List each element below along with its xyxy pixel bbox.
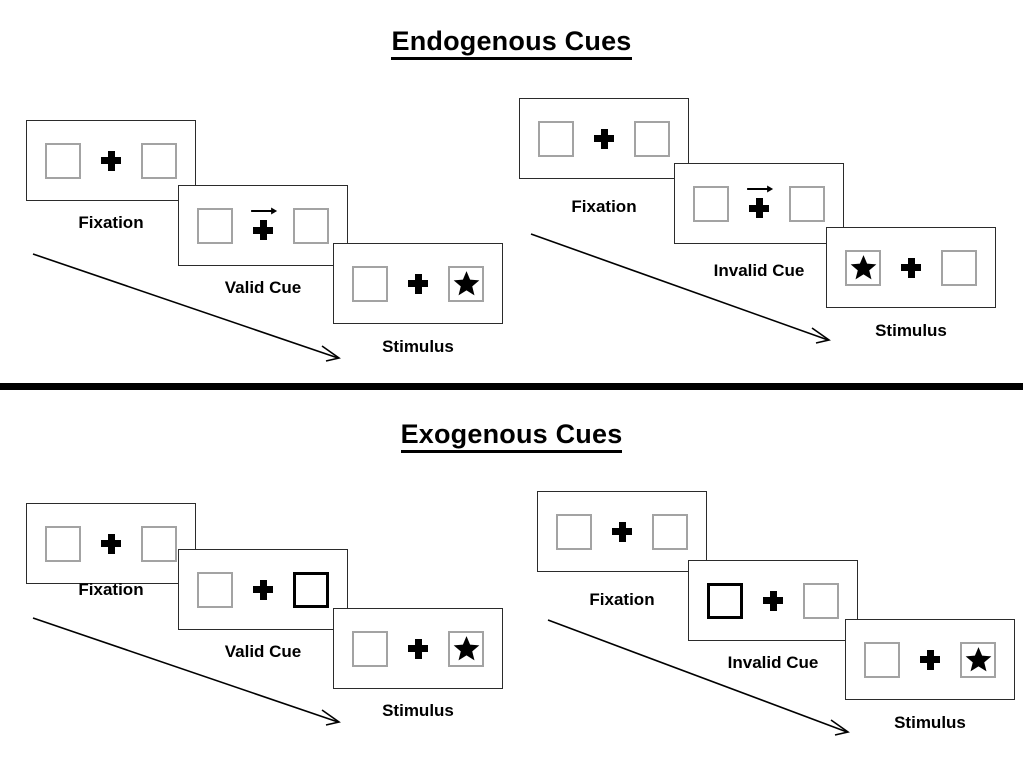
right-box-cued bbox=[293, 571, 329, 608]
frame-endogenous-invalid-fixation bbox=[519, 98, 689, 179]
frame-endogenous-valid-cue bbox=[178, 185, 348, 266]
left-box bbox=[197, 207, 233, 244]
section-title-exogenous-text: Exogenous Cues bbox=[400, 419, 623, 453]
right-box bbox=[141, 142, 177, 179]
fixation-cross-wrap bbox=[94, 141, 128, 181]
section-title-endogenous-text: Endogenous Cues bbox=[391, 26, 632, 60]
section-divider bbox=[0, 383, 1023, 390]
fixation-cross-wrap bbox=[401, 264, 435, 304]
caption-endogenous-invalid-cue: Invalid Cue bbox=[713, 261, 805, 280]
section-title-endogenous: Endogenous Cues bbox=[0, 26, 1023, 60]
fixation-cross-icon bbox=[901, 257, 921, 278]
fixation-cross-icon bbox=[763, 590, 783, 611]
frame-exogenous-valid-fixation bbox=[26, 503, 196, 584]
right-box bbox=[803, 582, 839, 619]
fixation-cross-icon bbox=[920, 649, 940, 670]
frame-exogenous-invalid-stimulus bbox=[845, 619, 1015, 700]
right-box bbox=[448, 630, 484, 667]
arrow-right-cue-icon bbox=[746, 184, 774, 196]
frame-endogenous-invalid-cue bbox=[674, 163, 844, 244]
section-title-exogenous: Exogenous Cues bbox=[0, 419, 1023, 453]
left-box bbox=[864, 641, 900, 678]
left-box bbox=[538, 120, 574, 157]
fixation-cross-wrap bbox=[742, 184, 776, 224]
left-box bbox=[845, 249, 881, 286]
fixation-cross-wrap bbox=[913, 640, 947, 680]
frame-exogenous-valid-cue bbox=[178, 549, 348, 630]
caption-endogenous-valid-fixation: Fixation bbox=[78, 213, 144, 232]
caption-exogenous-valid-stimulus: Stimulus bbox=[382, 701, 454, 720]
fixation-cross-icon bbox=[408, 638, 428, 659]
left-box bbox=[352, 265, 388, 302]
left-box bbox=[556, 513, 592, 550]
star-stimulus-icon bbox=[453, 270, 480, 297]
fixation-cross-icon bbox=[594, 128, 614, 149]
left-box-cued bbox=[707, 582, 743, 619]
caption-exogenous-invalid-cue: Invalid Cue bbox=[727, 653, 819, 672]
time-progression-arrow bbox=[528, 228, 848, 353]
caption-endogenous-valid-stimulus: Stimulus bbox=[382, 337, 454, 356]
caption-endogenous-invalid-stimulus: Stimulus bbox=[875, 321, 947, 340]
left-box bbox=[197, 571, 233, 608]
frame-endogenous-valid-fixation bbox=[26, 120, 196, 201]
fixation-cross-wrap bbox=[246, 206, 280, 246]
fixation-cross-wrap bbox=[587, 119, 621, 159]
fixation-cross-icon bbox=[101, 150, 121, 171]
right-box bbox=[652, 513, 688, 550]
fixation-cross-wrap bbox=[401, 629, 435, 669]
fixation-cross-icon bbox=[253, 220, 273, 240]
caption-endogenous-invalid-fixation: Fixation bbox=[571, 197, 637, 216]
fixation-cross-wrap bbox=[756, 581, 790, 621]
caption-exogenous-valid-cue: Valid Cue bbox=[224, 642, 302, 661]
time-progression-arrow bbox=[30, 248, 350, 368]
fixation-cross-icon bbox=[253, 579, 273, 600]
arrow-right-cue-icon bbox=[250, 206, 278, 218]
star-stimulus-icon bbox=[965, 646, 992, 673]
right-box bbox=[941, 249, 977, 286]
star-stimulus-icon bbox=[850, 254, 877, 281]
right-box bbox=[634, 120, 670, 157]
frame-exogenous-valid-stimulus bbox=[333, 608, 503, 689]
caption-exogenous-invalid-stimulus: Stimulus bbox=[894, 713, 966, 732]
frame-exogenous-invalid-cue bbox=[688, 560, 858, 641]
right-box bbox=[141, 525, 177, 562]
fixation-cross-wrap bbox=[605, 512, 639, 552]
frame-endogenous-valid-stimulus bbox=[333, 243, 503, 324]
time-progression-arrow bbox=[30, 612, 350, 732]
right-box bbox=[960, 641, 996, 678]
fixation-cross-icon bbox=[408, 273, 428, 294]
fixation-cross-wrap bbox=[894, 248, 928, 288]
right-box bbox=[448, 265, 484, 302]
frame-exogenous-invalid-fixation bbox=[537, 491, 707, 572]
fixation-cross-icon bbox=[749, 198, 769, 218]
left-box bbox=[693, 185, 729, 222]
fixation-cross-wrap bbox=[246, 570, 280, 610]
left-box bbox=[45, 525, 81, 562]
right-box bbox=[789, 185, 825, 222]
frame-endogenous-invalid-stimulus bbox=[826, 227, 996, 308]
fixation-cross-wrap bbox=[94, 524, 128, 564]
star-stimulus-icon bbox=[453, 635, 480, 662]
left-box bbox=[352, 630, 388, 667]
fixation-cross-icon bbox=[612, 521, 632, 542]
caption-endogenous-valid-cue: Valid Cue bbox=[224, 278, 302, 297]
left-box bbox=[45, 142, 81, 179]
caption-exogenous-valid-fixation: Fixation bbox=[78, 580, 144, 599]
fixation-cross-icon bbox=[101, 533, 121, 554]
right-box bbox=[293, 207, 329, 244]
caption-exogenous-invalid-fixation: Fixation bbox=[589, 590, 655, 609]
